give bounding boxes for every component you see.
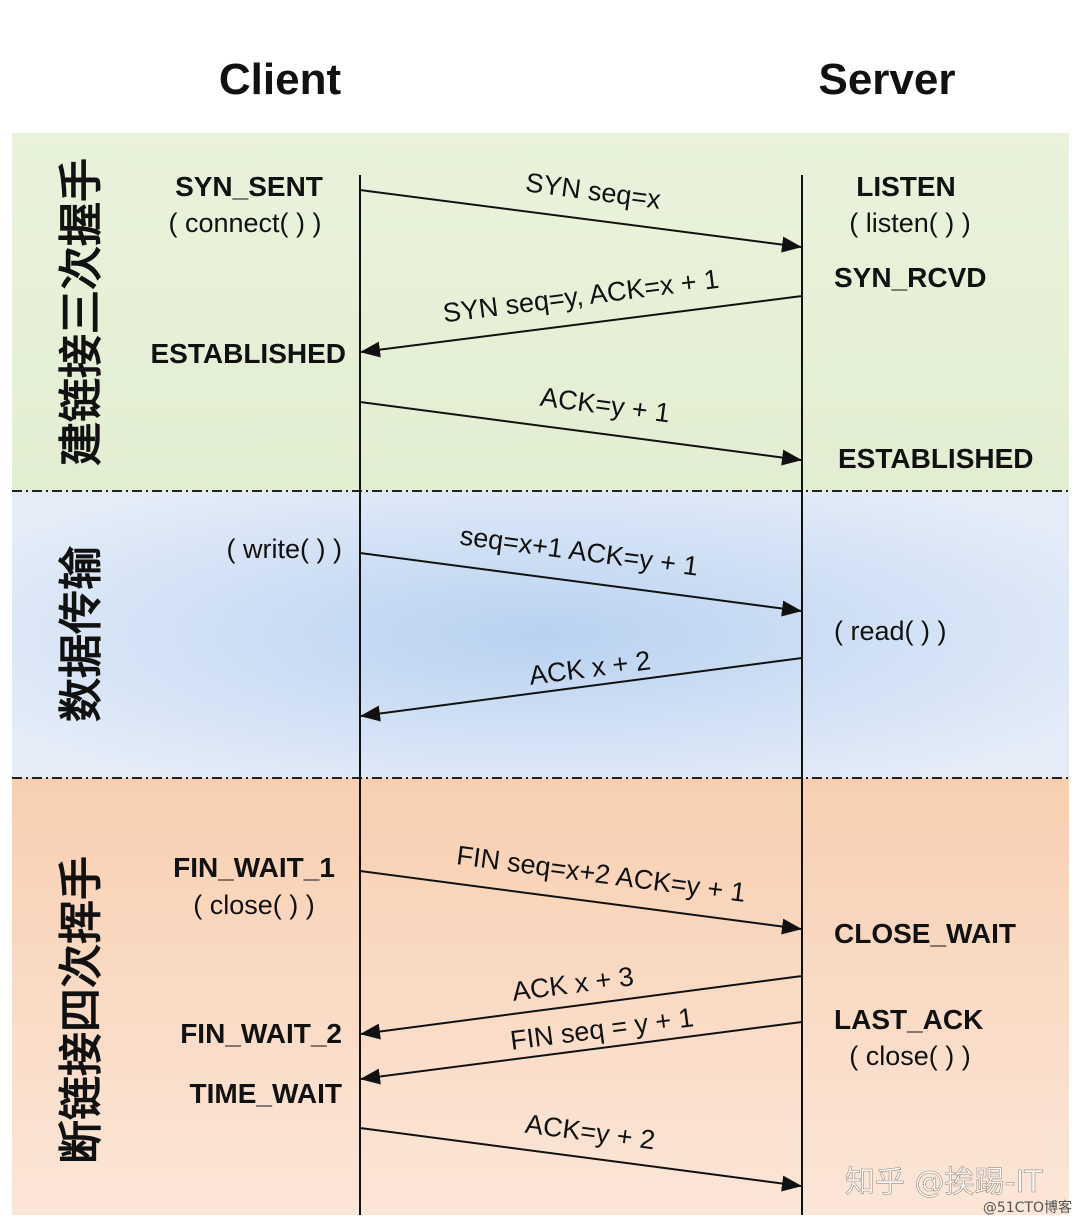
server-state-close-wait: CLOSE_WAIT: [834, 918, 1016, 949]
arrow-fin-server: [360, 1021, 803, 1085]
transfer-section-label: 数据传输: [56, 545, 107, 722]
server-state-syn-rcvd: SYN_RCVD: [834, 262, 986, 293]
client-state-established: ESTABLISHED: [151, 338, 347, 369]
client-state-syn-sent: SYN_SENT: [175, 171, 323, 202]
client-state-fin-wait-2: FIN_WAIT_2: [180, 1018, 342, 1049]
server-state-listen: LISTEN: [856, 171, 956, 202]
transfer-section-bg: [12, 491, 1069, 778]
client-header: Client: [219, 55, 342, 104]
teardown-section-bg: [12, 778, 1069, 1215]
server-header: Server: [818, 55, 955, 104]
client-call-close: ( close( ) ): [193, 890, 315, 920]
handshake-section-label: 建链接三次握手: [56, 158, 107, 466]
server-state-established: ESTABLISHED: [838, 443, 1034, 474]
arrow-data: [359, 552, 802, 617]
watermark-sub: @51CTO博客: [983, 1199, 1072, 1216]
arrow-ack: [359, 401, 802, 466]
arrow-fin-client: [359, 870, 802, 935]
client-call-connect: ( connect( ) ): [168, 208, 321, 238]
arrow-data-ack: [360, 657, 803, 722]
server-call-read: ( read( ) ): [834, 616, 947, 646]
arrow-ack-fin: [360, 975, 803, 1040]
client-call-write: ( write( ) ): [227, 534, 342, 564]
watermark-main: 知乎 @挨踢-IT: [845, 1165, 1043, 1200]
handshake-section-bg: [12, 133, 1069, 491]
server-call-listen: ( listen( ) ): [849, 208, 971, 238]
arrow-syn-ack: [360, 295, 803, 358]
server-call-close: ( close( ) ): [849, 1041, 971, 1071]
teardown-section-label: 断链接四次挥手: [56, 856, 107, 1164]
arrow-last-ack: [359, 1127, 802, 1192]
arrow-syn: [359, 189, 802, 253]
server-state-last-ack: LAST_ACK: [834, 1004, 983, 1035]
client-state-time-wait: TIME_WAIT: [190, 1078, 342, 1109]
client-state-fin-wait-1: FIN_WAIT_1: [173, 852, 335, 883]
